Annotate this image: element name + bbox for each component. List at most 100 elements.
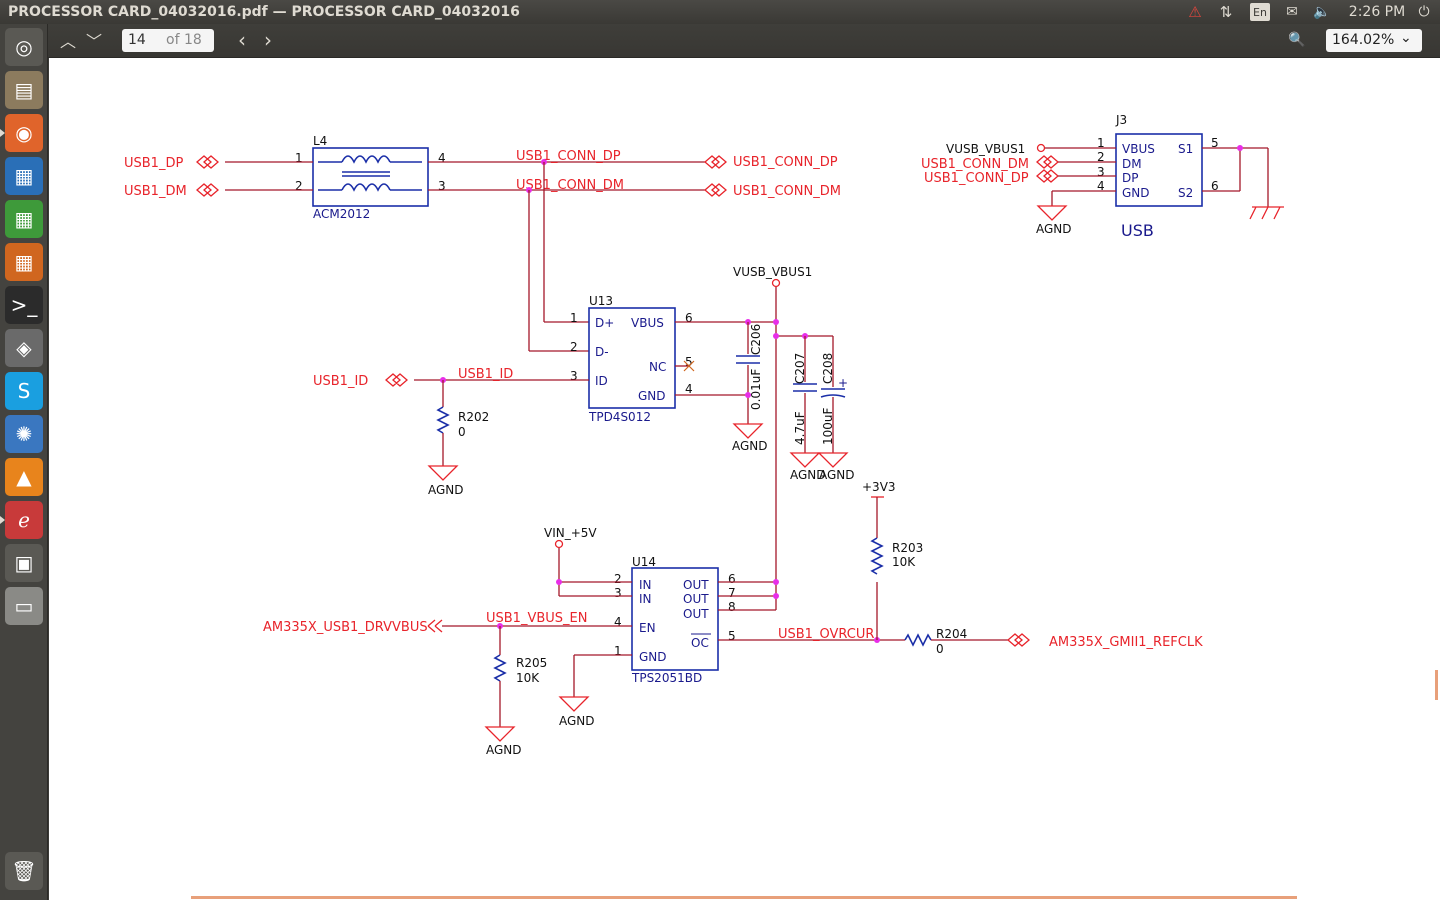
- search-icon[interactable]: 🔍: [1288, 32, 1306, 48]
- j3-dm-port: [1036, 155, 1059, 169]
- network-icon[interactable]: ⇅: [1219, 3, 1233, 21]
- launcher-writer-icon[interactable]: ▦: [5, 157, 43, 195]
- r202-value: 0: [458, 425, 466, 439]
- j3-num-6: 6: [1211, 179, 1219, 193]
- u14-num-8: 8: [728, 600, 736, 614]
- top-panel: PROCESSOR CARD_04032016.pdf — PROCESSOR …: [0, 0, 1440, 24]
- scroll-indicator[interactable]: [1435, 670, 1438, 700]
- launcher-document-viewer-icon[interactable]: ℯ: [0, 501, 43, 539]
- launcher-terminal-icon[interactable]: >_: [5, 286, 43, 324]
- launcher-workspace-icon[interactable]: ▣: [5, 544, 43, 582]
- j3-num-4: 4: [1097, 179, 1105, 193]
- u13-num-3: 3: [570, 369, 578, 383]
- net-usb1-id: USB1_ID: [313, 374, 368, 389]
- j3-num-3: 3: [1097, 165, 1105, 179]
- u13-pin-nc: NC: [649, 360, 666, 374]
- nc-marker: [683, 360, 695, 372]
- agnd-symbol: [732, 423, 764, 439]
- l4-pin-3: 3: [438, 179, 446, 193]
- document-page[interactable]: L4 ACM2012 1 2 4 3 USB1_DP USB1_DM USB1_…: [49, 58, 1440, 900]
- history-forward-button[interactable]: ›: [264, 28, 272, 52]
- launcher-3d-app-icon[interactable]: ◈: [5, 329, 43, 367]
- next-page-button[interactable]: ﹀: [85, 32, 102, 51]
- zoom-value: 164.02%: [1332, 32, 1395, 48]
- j3-num-2: 2: [1097, 150, 1105, 164]
- u13-num-5: 5: [685, 355, 693, 369]
- launcher-skype-icon[interactable]: S: [5, 372, 43, 410]
- keyboard-language[interactable]: En: [1250, 3, 1270, 21]
- l4-pin-1: 1: [295, 151, 303, 165]
- u14-pin-out1: OUT: [683, 578, 709, 592]
- r205-value: 10K: [516, 671, 540, 685]
- j3-pin-dp: DP: [1122, 171, 1138, 185]
- r202-resistor: [436, 406, 450, 434]
- u14-part: TPS2051BD: [631, 671, 702, 685]
- agnd-label: AGND: [486, 743, 522, 757]
- r205-ref: R205: [516, 656, 547, 670]
- history-back-button[interactable]: ‹: [238, 28, 246, 52]
- alert-icon[interactable]: ⚠: [1188, 3, 1202, 21]
- previous-page-button[interactable]: ︿: [59, 32, 76, 51]
- launcher-impress-icon[interactable]: ▦: [5, 243, 43, 281]
- j3-pin-gnd: GND: [1122, 186, 1150, 200]
- u14-num-3: 3: [614, 586, 622, 600]
- u13-ref: U13: [589, 294, 613, 308]
- agnd-label: AGND: [428, 483, 464, 497]
- drvvbus-port: [427, 619, 443, 633]
- agnd-symbol: [427, 465, 459, 481]
- l4-pin-4: 4: [438, 151, 446, 165]
- usb1-dm-port: [196, 183, 219, 197]
- r204-resistor: [904, 633, 932, 647]
- launcher-trash-icon[interactable]: 🗑: [5, 852, 43, 890]
- u14-pin-en: EN: [639, 621, 656, 635]
- wire-usb1-vbus-en: USB1_VBUS_EN: [486, 611, 587, 626]
- mail-icon[interactable]: ✉: [1286, 4, 1298, 20]
- u13-num-4: 4: [685, 382, 693, 396]
- launcher-drive-icon[interactable]: ▭: [5, 587, 43, 625]
- page-selector[interactable]: 14 of 18: [122, 29, 214, 52]
- c206-value: 0.01uF: [749, 369, 763, 410]
- agnd-label: AGND: [559, 714, 595, 728]
- c208-ref: C208: [821, 353, 835, 384]
- l4-body: [312, 147, 429, 207]
- net-usb1-conn-dp: USB1_CONN_DP: [733, 155, 838, 170]
- u14-pin-out3: OUT: [683, 607, 709, 621]
- wire-usb1-ovrcur: USB1_OVRCUR: [778, 627, 874, 642]
- net-usb1-conn-dm: USB1_CONN_DM: [733, 184, 841, 199]
- c206-ref: C206: [749, 324, 763, 355]
- wire-usb1-id: USB1_ID: [458, 367, 513, 382]
- launcher-settings-icon[interactable]: ✺: [5, 415, 43, 453]
- net-am335x-usb1-drvvbus: AM335X_USB1_DRVVBUS: [263, 620, 428, 635]
- net-usb1-dp: USB1_DP: [124, 156, 183, 171]
- launcher-ubuntu-dash-icon[interactable]: ◎: [5, 28, 43, 66]
- u14-num-1: 1: [614, 644, 622, 658]
- u13-pin-dp: D+: [595, 316, 614, 330]
- agnd-symbol: [1036, 205, 1068, 221]
- zoom-select[interactable]: 164.02% ⌄: [1326, 29, 1422, 52]
- power-icon[interactable]: ⏻: [1418, 4, 1430, 20]
- r205-resistor: [493, 654, 507, 682]
- u14-num-6: 6: [728, 572, 736, 586]
- agnd-label: AGND: [732, 439, 768, 453]
- u14-pin-oc: OC: [691, 636, 709, 650]
- agnd-label: AGND: [790, 468, 826, 482]
- u14-num-2: 2: [614, 572, 622, 586]
- launcher-files-icon[interactable]: ▤: [5, 71, 43, 109]
- gmii1-refclk-port: [1007, 633, 1030, 647]
- j3-dp-port: [1036, 169, 1059, 183]
- u14-ref: U14: [632, 555, 656, 569]
- launcher-vlc-icon[interactable]: ▲: [5, 458, 43, 496]
- page-number-input[interactable]: 14: [128, 32, 146, 48]
- j3-net-vusb-vbus1: VUSB_VBUS1: [946, 142, 1025, 156]
- page-edge: [191, 896, 1297, 899]
- j3-pin-dm: DM: [1122, 157, 1142, 171]
- c207-value: 4.7uF: [793, 411, 807, 445]
- clock[interactable]: 2:26 PM: [1348, 4, 1406, 20]
- u13-pin-id: ID: [595, 374, 608, 388]
- u14-num-5: 5: [728, 629, 736, 643]
- launcher-calc-icon[interactable]: ▦: [5, 200, 43, 238]
- u13-num-6: 6: [685, 311, 693, 325]
- agnd-label: AGND: [819, 468, 855, 482]
- sound-icon[interactable]: 🔈: [1313, 4, 1331, 20]
- launcher-firefox-icon[interactable]: ◉: [0, 114, 43, 152]
